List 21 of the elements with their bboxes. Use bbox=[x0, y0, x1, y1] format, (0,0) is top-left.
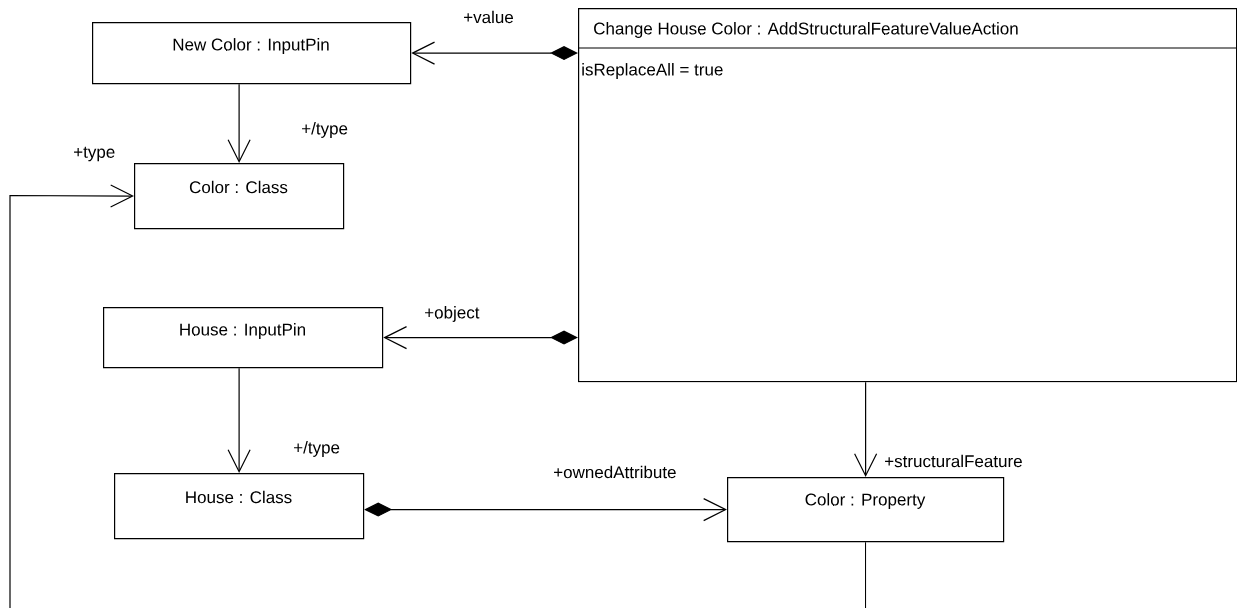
association-line bbox=[227, 367, 251, 473]
class-box: New Color : InputPin bbox=[92, 22, 412, 85]
class-box: Color : Class bbox=[134, 163, 345, 230]
action-box: Change House Color : AddStructuralFeatureValueAction isReplaceAll = true bbox=[577, 8, 1237, 383]
association-line bbox=[854, 381, 878, 477]
edge-label: +value bbox=[462, 9, 515, 25]
association-line bbox=[411, 41, 578, 65]
association-line bbox=[865, 541, 867, 608]
class-box: House : Class bbox=[114, 473, 365, 540]
association-line bbox=[9, 184, 134, 608]
edge-label: +/type bbox=[300, 121, 349, 139]
edge-label: +structuralFeature bbox=[883, 453, 1024, 469]
edge-label: +/type bbox=[292, 440, 341, 458]
edge-label: +ownedAttribute bbox=[552, 464, 678, 480]
association-line bbox=[227, 83, 251, 163]
edge-label: +type bbox=[72, 145, 117, 163]
edge-label: +object bbox=[423, 305, 481, 323]
class-box: House : InputPin bbox=[103, 307, 384, 369]
association-line bbox=[364, 498, 727, 522]
association-line bbox=[383, 326, 578, 350]
class-box: Color : Property bbox=[727, 477, 1005, 543]
